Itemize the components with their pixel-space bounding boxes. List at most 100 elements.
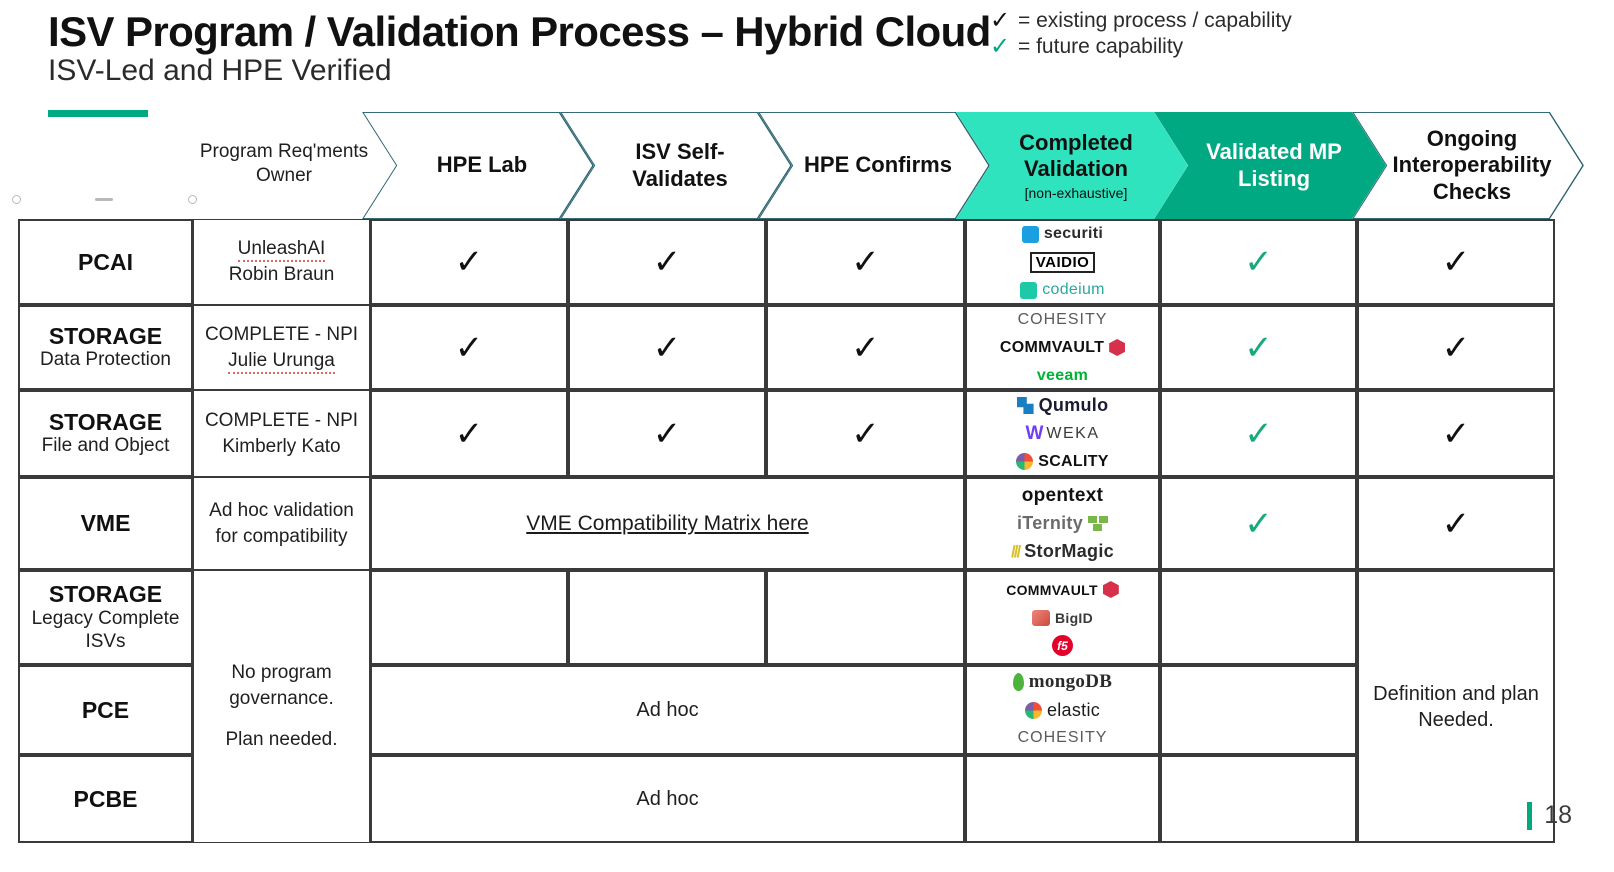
category-sublabel: Data Protection (40, 349, 171, 371)
logo-codeium: codeium (1020, 280, 1105, 300)
logo-label: Qumulo (1038, 395, 1109, 415)
cell-validated-mp-pce (1160, 665, 1357, 755)
check-icon: ✓ (1244, 414, 1273, 453)
no-governance-line3: Plan needed. (225, 729, 338, 751)
table-row: STORAGE Data Protection (18, 305, 193, 390)
cell-hpe-confirms-pcai: ✓ (766, 219, 965, 305)
logo-f5: f5 (1052, 635, 1073, 656)
logo-label: securiti (1043, 225, 1104, 242)
category-label: PCBE (73, 785, 138, 812)
cell-validated-mp-storage-fo: ✓ (1160, 390, 1357, 477)
column-header-owner: Program Req'ments Owner (196, 140, 372, 188)
vme-compatibility-matrix-link[interactable]: VME Compatibility Matrix here (526, 511, 809, 535)
owner-line1: COMPLETE - NPI (204, 409, 359, 431)
cell-validated-mp-pcai: ✓ (1160, 219, 1357, 305)
logo-label: VAIDIO (1029, 251, 1096, 273)
logo-qumulo: Qumulo (1016, 395, 1109, 416)
check-icon: ✓ (1441, 504, 1471, 543)
qumulo-icon (1016, 397, 1034, 414)
logo-cohesity: COHESITY (1018, 310, 1108, 330)
table-row: STORAGE File and Object (18, 390, 193, 477)
logo-label: mongoDB (1028, 671, 1113, 692)
owner-cell-vme: Ad hoc validation for compatibility (193, 477, 370, 570)
owner-line2: for compatibility (215, 525, 348, 547)
logo-label: opentext (1021, 484, 1104, 506)
page-number: 18 (1544, 801, 1572, 829)
owner-cell-no-governance: No program governance. Plan needed. (193, 570, 370, 843)
logo-commvault: COMMVAULT (1006, 580, 1119, 600)
check-icon: ✓ (1441, 243, 1471, 281)
logo-vaidio: VAIDIO (1029, 251, 1096, 273)
chevron-label-ongoing-line2: Interoperability (1392, 152, 1552, 178)
check-icon: ✓ (454, 243, 484, 281)
owner-cell-pcai: UnleashAI Robin Braun (193, 219, 370, 305)
cell-vme-compatibility-span: VME Compatibility Matrix here (370, 477, 965, 570)
chevron-isv-self-validates[interactable]: ISV Self- Validates (560, 112, 792, 219)
chevron-label-validated-line1: Validated MP (1206, 139, 1342, 165)
category-label: STORAGE (48, 408, 163, 435)
cell-logos-storage-dp: COHESITY COMMVAULT veeam (965, 305, 1160, 390)
cell-ongoing-pcai: ✓ (1357, 219, 1555, 305)
cell-logos-legacy: COMMVAULT BigID f5 (965, 570, 1160, 665)
logo-label: COHESITY (1017, 310, 1108, 328)
chevron-ongoing-interoperability-checks[interactable]: Ongoing Interoperability Checks (1352, 112, 1584, 219)
cell-logos-storage-fo: Qumulo W WEKA SCALITY (965, 390, 1160, 477)
logo-opentext: opentext (1021, 484, 1104, 506)
logo-elastic: elastic (1024, 700, 1100, 720)
cell-logos-pcbe (965, 755, 1160, 843)
check-icon: ✓ (454, 414, 484, 453)
category-label: PCAI (78, 248, 133, 275)
check-icon: ✓ (1244, 243, 1273, 281)
cell-isv-self-pcai: ✓ (568, 219, 766, 305)
chevron-label-completed-line1: Completed (1019, 129, 1133, 155)
chevron-hpe-lab[interactable]: HPE Lab (362, 112, 594, 219)
chevron-label-ongoing-line1: Ongoing (1426, 125, 1518, 151)
logo-veeam: veeam (1037, 366, 1088, 386)
selection-handle-right[interactable] (188, 195, 197, 204)
scality-icon (1016, 453, 1034, 470)
chevron-hpe-confirms[interactable]: HPE Confirms (758, 112, 990, 219)
elastic-icon (1024, 701, 1042, 719)
owner-cell-storage-fo: COMPLETE - NPI Kimberly Kato (193, 390, 370, 477)
logo-scality: SCALITY (1016, 452, 1109, 472)
logo-label: WEKA (1046, 424, 1100, 442)
process-chevron-band: Program Req'ments Owner HPE Lab ISV Self… (0, 112, 1614, 219)
check-icon: ✓ (851, 243, 880, 281)
logo-stormagic: /// StorMagic (1011, 541, 1114, 562)
f5-icon: f5 (1052, 635, 1073, 656)
cell-validated-mp-vme: ✓ (1160, 477, 1357, 570)
selection-handle-left[interactable] (12, 195, 21, 204)
chevron-validated-mp-listing[interactable]: Validated MP Listing (1154, 112, 1386, 219)
cell-validated-mp-legacy (1160, 570, 1357, 665)
cell-hpe-confirms-storage-dp: ✓ (766, 305, 965, 390)
logo-securiti: securiti (1021, 224, 1104, 244)
logo-weka: W WEKA (1025, 423, 1100, 444)
table-row: STORAGE Legacy Complete ISVs (18, 570, 193, 665)
cell-isv-self-legacy (568, 570, 766, 665)
table-row: PCAI (18, 219, 193, 305)
validation-matrix-table: PCAI STORAGE Data Protection STORAGE Fil… (18, 219, 1555, 843)
chevron-completed-validation[interactable]: Completed Validation [non-exhaustive] (956, 112, 1188, 219)
cell-logos-pcai: securiti VAIDIO codeium (965, 219, 1160, 305)
category-label: VME (80, 510, 131, 537)
logo-label: veeam (1036, 366, 1089, 384)
owner-name: Julie Urunga (228, 348, 335, 374)
logo-label: codeium (1042, 281, 1105, 298)
cell-isv-self-storage-dp: ✓ (568, 305, 766, 390)
logo-mongodb: mongoDB (1012, 671, 1113, 692)
logo-bigid: BigID (1031, 608, 1093, 628)
mongodb-icon (1012, 673, 1024, 691)
table-row: PCE (18, 665, 193, 755)
table-row: VME (18, 477, 193, 570)
owner-line1: Ad hoc validation (209, 499, 354, 521)
codeium-icon (1020, 281, 1038, 299)
logo-iternity: iTernity (1017, 513, 1109, 534)
cell-ongoing-vme: ✓ (1357, 477, 1555, 570)
cell-hpe-lab-pcai: ✓ (370, 219, 568, 305)
page-accent-bar (1527, 801, 1533, 830)
check-icon: ✓ (652, 243, 682, 281)
selection-handle-middle[interactable] (95, 198, 113, 201)
page-title: ISV Program / Validation Process – Hybri… (48, 8, 991, 55)
logo-label: COHESITY (1017, 729, 1108, 746)
